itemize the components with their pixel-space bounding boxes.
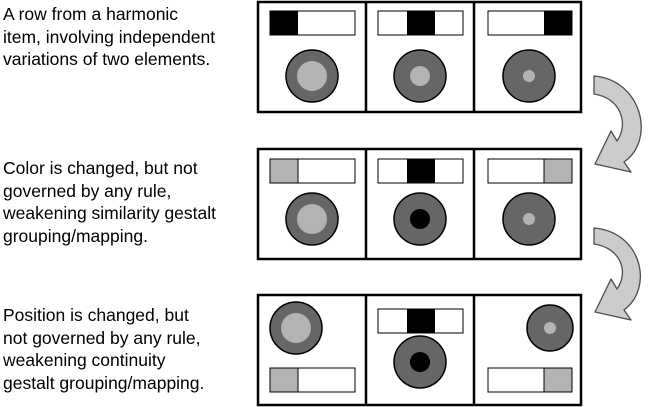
curved-arrow — [593, 75, 642, 173]
bar-segment — [543, 158, 573, 184]
inner-circle — [544, 322, 556, 334]
inner-circle — [297, 61, 327, 91]
bar-segment — [270, 11, 298, 35]
cell-3 — [487, 10, 573, 103]
inner-circle — [281, 313, 311, 343]
curved-arrow — [593, 227, 641, 321]
bar-segment — [269, 367, 299, 393]
cell-1 — [269, 301, 356, 393]
bar-segment — [269, 158, 299, 184]
caption-line: A row from a harmonic — [3, 4, 179, 24]
inner-circle — [410, 66, 430, 86]
inner-circle — [410, 209, 430, 229]
caption-line: weakening continuity — [3, 350, 166, 370]
caption-line: gestalt grouping/mapping. — [3, 372, 205, 393]
inner-circle — [297, 204, 327, 234]
cell-2 — [377, 308, 464, 389]
bar-segment — [543, 367, 573, 393]
caption-row-2: Color is changed, but not governed by an… — [3, 157, 253, 247]
caption-line: weakening similarity gestalt — [3, 203, 217, 223]
caption-line: Color is changed, but not — [3, 158, 198, 178]
caption-line: governed by any rule, — [3, 180, 172, 201]
bar-segment — [407, 309, 435, 333]
caption-row-3: Position is changed, but not governed by… — [3, 304, 253, 394]
inner-circle — [523, 70, 535, 82]
inner-circle — [523, 213, 535, 225]
cell-1 — [269, 158, 356, 246]
inner-circle — [410, 352, 430, 372]
caption-line: item, involving independent — [3, 26, 216, 47]
row-2 — [256, 147, 583, 261]
bar-segment — [407, 159, 435, 183]
cell-1 — [269, 10, 356, 103]
caption-line: grouping/mapping. — [3, 225, 148, 246]
cell-2 — [377, 158, 464, 246]
row-1 — [256, 0, 583, 114]
caption-line: Position is changed, but — [3, 305, 189, 325]
row-3 — [256, 293, 583, 407]
caption-line: variations of two elements. — [3, 49, 211, 69]
cell-3 — [487, 158, 573, 246]
cell-3 — [487, 304, 574, 393]
bar-segment — [544, 11, 572, 35]
cell-2 — [377, 10, 464, 103]
caption-row-1: A row from a harmonic item, involving in… — [3, 3, 253, 71]
caption-line: not governed by any rule, — [3, 327, 201, 348]
bar-segment — [407, 11, 435, 35]
